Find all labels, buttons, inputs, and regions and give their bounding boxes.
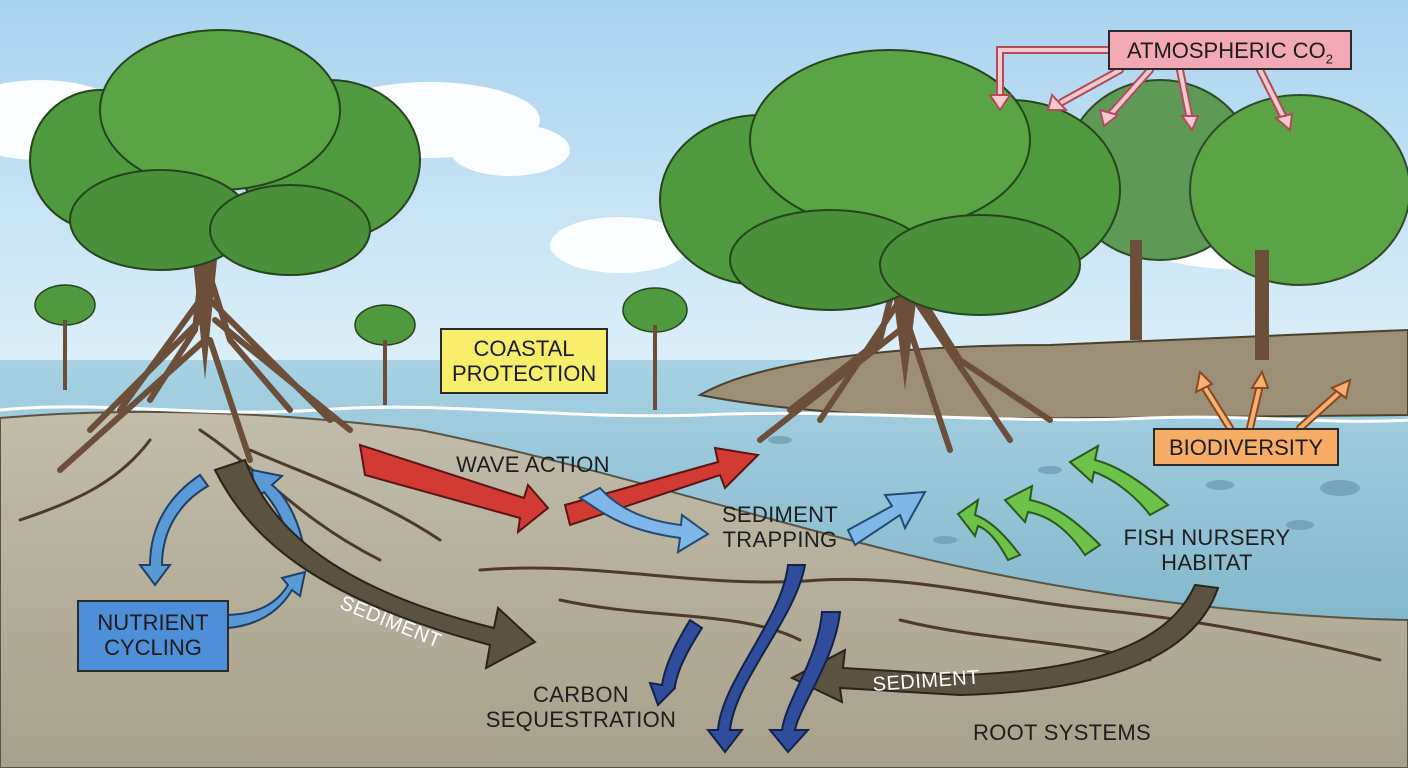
coastal-protection-label: COASTAL PROTECTION — [452, 336, 597, 387]
saplings — [34, 284, 688, 410]
right-mangrove-tree — [659, 49, 1121, 453]
root-systems-label: ROOT SYSTEMS — [973, 720, 1151, 745]
wave-action-label: WAVE ACTION — [456, 452, 610, 477]
carbon-arrow-2 — [705, 564, 807, 754]
fish-nursery-arrow-2 — [1003, 484, 1102, 557]
sediment-left-arrow — [213, 458, 537, 670]
fish — [768, 436, 1360, 544]
left-mangrove-tree — [29, 29, 421, 473]
wave-action-arrow — [358, 443, 550, 535]
nutrient-cycling-label: NUTRIENT CYCLING — [97, 610, 209, 661]
atmospheric-co2-subscript: 2 — [1325, 51, 1334, 67]
atmospheric-co2-label: ATMOSPHERIC CO — [1126, 38, 1326, 63]
sediment-trapping-label: SEDIMENT TRAPPING — [721, 502, 839, 553]
carbon-arrow-1 — [648, 618, 704, 707]
biodiversity-arrows-fill — [1203, 383, 1342, 430]
fish-nursery-label: FISH NURSERY HABITAT — [1123, 525, 1291, 576]
biodiversity-label: BIODIVERSITY — [1168, 435, 1324, 460]
co2-arrow-heads — [988, 92, 1294, 133]
carbon-arrow-3 — [767, 611, 842, 754]
fish-nursery-arrow-3 — [956, 497, 1022, 562]
sediment-trapping-right-arrow — [846, 490, 927, 547]
sediment-right-arrow — [789, 583, 1220, 704]
biodiversity-box: BIODIVERSITY — [1153, 428, 1339, 466]
coastal-protection-box: COASTAL PROTECTION — [440, 328, 608, 394]
fish-nursery-arrow-1 — [1068, 444, 1170, 517]
nutrient-cycling-arrow-box — [227, 570, 307, 630]
co2-arrows-fill — [998, 48, 1287, 122]
sediment-trapping-arrow — [577, 486, 710, 554]
water-surface — [0, 405, 1408, 423]
nutrient-cycling-arrow-down — [138, 473, 210, 587]
biodiversity-arrow-heads — [1194, 369, 1352, 400]
atmospheric-co2-box: ATMOSPHERIC CO2 — [1108, 30, 1352, 70]
nutrient-cycling-box: NUTRIENT CYCLING — [77, 600, 229, 672]
carbon-sequestration-label: CARBON SEQUESTRATION — [485, 682, 677, 733]
